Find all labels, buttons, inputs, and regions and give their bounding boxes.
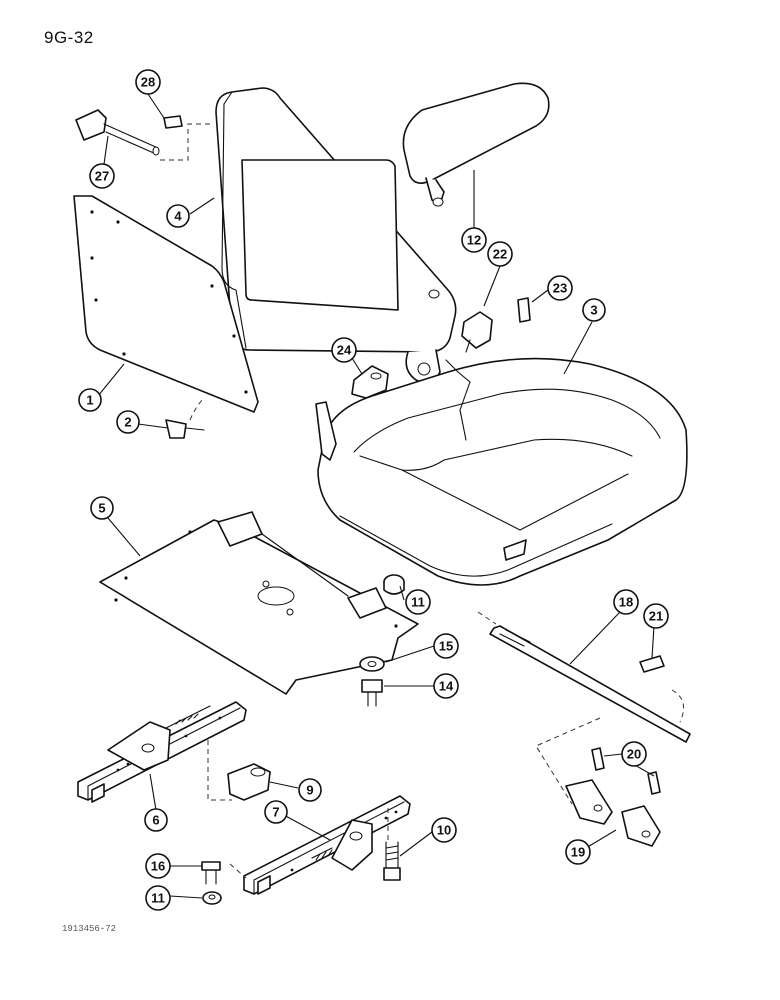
callout-11-lower: 11 — [145, 885, 171, 911]
washer-15 — [359, 656, 385, 672]
callout-28-label: 28 — [141, 75, 155, 90]
page-title: 9G-32 — [44, 28, 94, 47]
callout-4-label: 4 — [174, 209, 182, 224]
callout-20: 20 — [621, 741, 647, 767]
callout-27-label: 27 — [95, 169, 109, 184]
callout-20-label: 20 — [627, 747, 641, 762]
shaft — [489, 625, 691, 743]
callout-14: 14 — [433, 673, 459, 699]
screw — [165, 397, 205, 439]
pin-23 — [517, 297, 531, 323]
callout-11-lower-label: 11 — [151, 891, 165, 906]
leader-lines — [97, 93, 655, 899]
callout-23: 23 — [547, 275, 573, 301]
callout-15-label: 15 — [439, 639, 453, 654]
slide-rail-right — [243, 795, 411, 895]
knob-22 — [461, 311, 493, 353]
callout-7: 7 — [264, 800, 288, 824]
callout-16: 16 — [145, 853, 171, 879]
callout-3: 3 — [582, 298, 606, 322]
roll-pin-20 — [591, 747, 661, 795]
slide-rail-left — [77, 701, 247, 803]
callout-21-label: 21 — [649, 609, 663, 624]
callout-19-label: 19 — [571, 845, 585, 860]
callout-12-label: 12 — [467, 233, 481, 248]
callout-4: 4 — [166, 204, 190, 228]
armrest — [402, 82, 550, 207]
bushing-24 — [351, 365, 389, 399]
callout-9: 9 — [298, 778, 322, 802]
callout-11-upper-label: 11 — [411, 595, 425, 610]
callout-21: 21 — [643, 603, 669, 629]
callout-6: 6 — [144, 808, 168, 832]
callout-18: 18 — [613, 589, 639, 615]
nut-11-upper — [383, 574, 405, 595]
callout-27: 27 — [89, 163, 115, 189]
callout-22-label: 22 — [493, 247, 507, 262]
pin-21 — [639, 655, 665, 673]
figure-id: 1913456-72 — [62, 924, 117, 934]
bolt-10 — [383, 841, 401, 881]
nut-11-lower — [202, 891, 222, 905]
bumper — [227, 763, 271, 801]
callout-6-label: 6 — [152, 813, 159, 828]
callout-24: 24 — [331, 337, 357, 363]
knob-27 — [75, 109, 160, 156]
bracket-19 — [565, 779, 661, 847]
callout-16-label: 16 — [151, 859, 165, 874]
seat-pan — [99, 511, 419, 695]
callout-10-label: 10 — [437, 823, 451, 838]
backrest — [215, 87, 457, 384]
back-cover-panel — [73, 195, 259, 413]
callout-9-label: 9 — [306, 783, 313, 798]
callout-24-label: 24 — [337, 343, 352, 358]
callout-3-label: 3 — [590, 303, 597, 318]
callout-14-label: 14 — [439, 679, 454, 694]
callout-23-label: 23 — [553, 281, 567, 296]
callout-10: 10 — [431, 817, 457, 843]
bolt-14 — [361, 679, 383, 707]
callout-12: 12 — [461, 227, 487, 253]
callout-5-label: 5 — [98, 501, 105, 516]
callout-18-label: 18 — [619, 595, 633, 610]
seat-cushion — [315, 357, 688, 586]
callout-11-upper: 11 — [405, 589, 431, 615]
pin-28 — [163, 115, 183, 129]
callout-1-label: 1 — [86, 393, 93, 408]
callout-22: 22 — [487, 241, 513, 267]
callout-5: 5 — [90, 496, 114, 520]
bolt-16 — [201, 861, 221, 885]
callout-7-label: 7 — [272, 805, 279, 820]
callout-2-label: 2 — [124, 415, 131, 430]
callout-2: 2 — [116, 410, 140, 434]
callout-1: 1 — [78, 388, 102, 412]
callout-15: 15 — [433, 633, 459, 659]
callout-28: 28 — [135, 69, 161, 95]
callout-19: 19 — [565, 839, 591, 865]
